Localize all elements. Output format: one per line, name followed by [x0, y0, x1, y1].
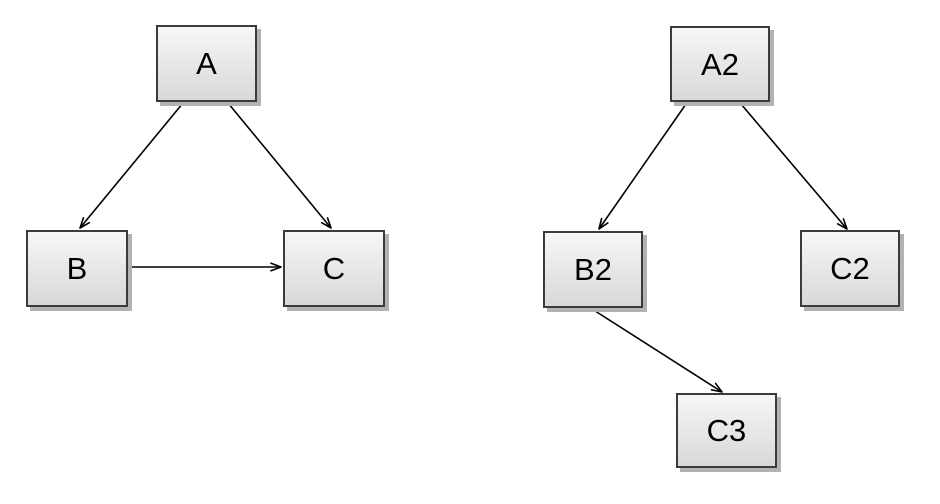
edge-A-to-B[interactable]	[79, 102, 184, 229]
node-label-B: B	[66, 251, 88, 286]
edge-A-to-C[interactable]	[227, 102, 332, 229]
node-label-A2: A2	[701, 46, 739, 82]
node-A2[interactable]: A2	[670, 26, 770, 102]
node-A[interactable]: A	[156, 25, 257, 102]
node-B[interactable]: B	[26, 230, 128, 307]
node-C[interactable]: C	[283, 230, 385, 307]
edge-A2-to-C2[interactable]	[740, 103, 848, 230]
node-C2[interactable]: C2	[800, 230, 900, 307]
edge-B2-to-C3[interactable]	[591, 308, 723, 393]
edge-A2-to-B2[interactable]	[598, 103, 687, 230]
edge-group	[79, 102, 848, 393]
node-label-B2: B2	[574, 252, 612, 287]
node-label-A: A	[196, 46, 217, 81]
node-B2[interactable]: B2	[543, 231, 643, 308]
node-label-C2: C2	[830, 251, 870, 286]
node-C3[interactable]: C3	[676, 393, 777, 468]
node-label-C3: C3	[706, 413, 747, 448]
node-label-C: C	[322, 251, 346, 286]
